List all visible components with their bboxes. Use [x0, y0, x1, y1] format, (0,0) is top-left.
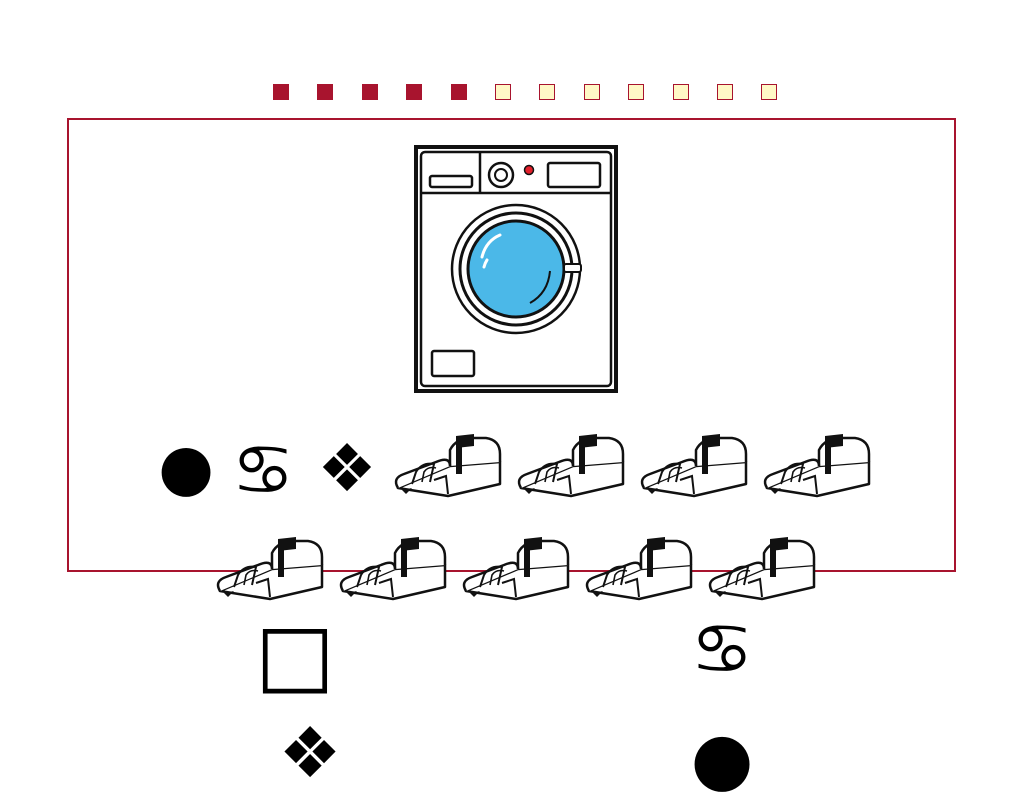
progress-pip-complete	[406, 84, 423, 100]
washing-machine-icon	[414, 145, 618, 393]
mailbox-icon	[335, 535, 447, 613]
progress-pip-pending	[761, 84, 778, 100]
progress-pip-complete	[450, 84, 467, 100]
progress-pip-complete	[361, 84, 378, 100]
mailbox-icon	[458, 535, 570, 613]
cancer-sign-glyph: ♋	[690, 608, 754, 690]
progress-pip-pending	[495, 84, 511, 100]
diamond-glyph: ❖	[317, 430, 377, 507]
cancer-sign-glyph: ♋	[231, 429, 295, 511]
progress-pip-pending	[672, 84, 689, 100]
mailbox-icon	[513, 432, 625, 510]
progress-pip-pending	[539, 84, 556, 100]
progress-indicator	[0, 0, 1024, 110]
progress-pip-pending	[628, 84, 645, 100]
mailbox-icon	[212, 535, 324, 613]
mailbox-icon	[704, 535, 816, 613]
white-square-glyph: □	[255, 605, 335, 703]
progress-pip-pending	[717, 84, 733, 100]
black-circle-glyph: ●	[690, 716, 754, 800]
progress-pip-pending	[583, 84, 600, 100]
black-circle-glyph: ●	[158, 431, 214, 505]
diamond-glyph: ❖	[278, 712, 342, 794]
progress-pip-complete	[317, 84, 334, 100]
progress-pip-complete	[273, 84, 289, 100]
mailbox-icon	[390, 432, 502, 510]
mailbox-icon	[759, 432, 871, 510]
mailbox-icon	[581, 535, 693, 613]
mailbox-icon	[636, 432, 748, 510]
